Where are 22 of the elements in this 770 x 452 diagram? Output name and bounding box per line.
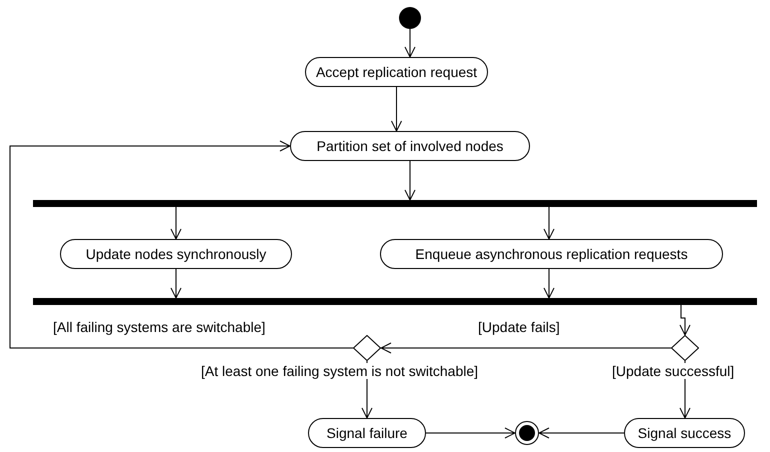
edge-label: [All failing systems are switchable] (51, 319, 268, 335)
arrow (170, 268, 182, 298)
arrow (10, 140, 354, 348)
arrow (380, 342, 672, 354)
action-node: Partition set of involved nodes (290, 131, 530, 161)
arrow (544, 268, 554, 298)
arrow (404, 28, 416, 58)
edge-label: [Update successful] (610, 363, 736, 379)
arrow (680, 304, 690, 336)
action-node: Update nodes synchronously (60, 239, 292, 269)
arrow (544, 206, 554, 240)
action-node: Signal failure (308, 418, 426, 448)
arrow (426, 428, 516, 438)
arrow (391, 86, 402, 132)
action-node: Accept replication request (305, 57, 488, 87)
arrow (538, 428, 624, 438)
action-node: Signal success (624, 418, 745, 448)
arrow (170, 206, 182, 240)
action-node: Enqueue asynchronous replication requests (380, 239, 723, 269)
edge-label: [At least one failing system is not switchable] (199, 363, 480, 379)
edge-label: [Update fails] (476, 319, 562, 335)
arrow (404, 160, 416, 200)
